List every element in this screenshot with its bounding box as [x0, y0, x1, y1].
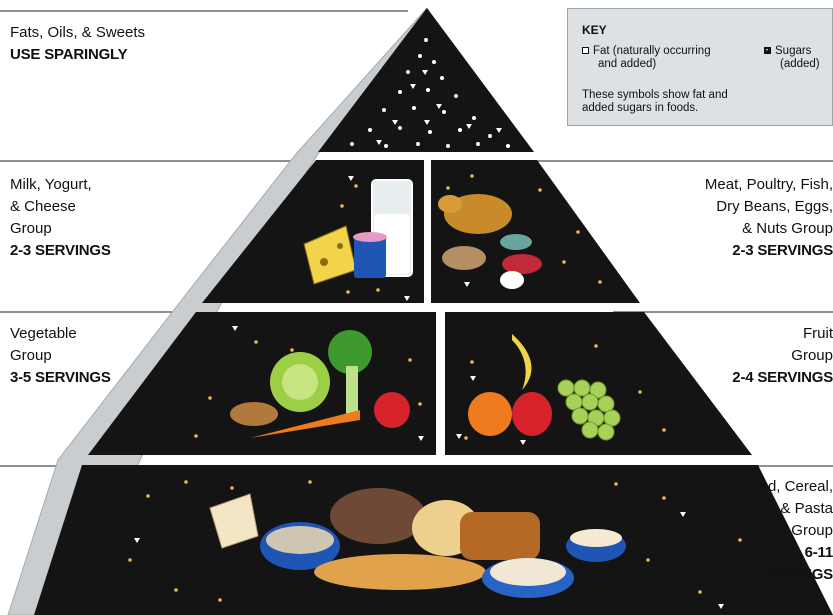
vegetable-group-name-2: Group: [10, 347, 52, 364]
meat-group-name-2: Dry Beans, Eggs,: [716, 198, 833, 215]
fruit-group-servings: 2-4 SERVINGS: [732, 369, 833, 386]
meat-group-label: Meat, Poultry, Fish, Dry Beans, Eggs, & …: [633, 174, 833, 262]
fats-group-name: Fats, Oils, & Sweets: [10, 24, 146, 41]
fats-group-label: Fats, Oils, & Sweets USE SPARINGLY: [10, 22, 145, 66]
milk-group-label: Milk, Yogurt, & Cheese Group 2-3 SERVING…: [10, 174, 111, 262]
milk-group-foods: [303, 179, 413, 285]
fats-group-servings: USE SPARINGLY: [10, 46, 128, 63]
key-note-line-1: These symbols show fat and: [582, 89, 728, 101]
bread-group-name-2: Rice, & Pasta: [742, 500, 833, 517]
milk-group-name-2: & Cheese: [10, 198, 76, 215]
key-sugar-label-1: Sugars: [775, 45, 812, 57]
fat-sugar-symbols: [350, 38, 510, 148]
key-note-line-2: added sugars in foods.: [582, 102, 699, 114]
vegetable-group-label: Vegetable Group 3-5 SERVINGS: [10, 323, 111, 389]
milk-group-servings: 2-3 SERVINGS: [10, 242, 111, 259]
bread-group-servings-count: 6-11: [804, 544, 833, 561]
vegetable-group-name-1: Vegetable: [10, 325, 77, 342]
bread-group-foods: [209, 488, 626, 598]
key-fat-entry: Fat (naturally occurring and added): [582, 45, 711, 71]
vegetable-group-servings: 3-5 SERVINGS: [10, 369, 111, 386]
bread-group-label: Bread, Cereal, Rice, & Pasta Group 6-11 …: [633, 476, 833, 586]
fruit-group-label: Fruit Group 2-4 SERVINGS: [633, 323, 833, 389]
bread-group-name-1: Bread, Cereal,: [736, 478, 833, 495]
key-fat-label-1: Fat (naturally occurring: [593, 45, 711, 57]
bread-group-servings: SERVINGS: [757, 566, 833, 583]
fat-symbol-icon: [582, 47, 589, 54]
leader-lines: [0, 10, 833, 467]
meat-group-foods: [438, 194, 542, 289]
tier-dots: [128, 174, 742, 602]
fruit-group-name-2: Group: [791, 347, 833, 364]
sugar-symbol-icon: [764, 47, 771, 54]
milk-group-name-3: Group: [10, 220, 52, 237]
key-fat-label-2: and added): [598, 58, 657, 70]
milk-group-name-1: Milk, Yogurt,: [10, 176, 92, 193]
key-sugar-label-2: (added): [780, 58, 820, 70]
key-note: These symbols show fat and added sugars …: [582, 89, 728, 115]
key-title: KEY: [582, 23, 607, 37]
meat-group-name-3: & Nuts Group: [742, 220, 833, 237]
fruit-group-name-1: Fruit: [803, 325, 833, 342]
bread-group-name-3: Group: [791, 522, 833, 539]
key-sugar-entry: Sugars (added): [764, 45, 820, 71]
key-legend: KEY Fat (naturally occurring and added) …: [567, 8, 833, 126]
meat-group-servings: 2-3 SERVINGS: [732, 242, 833, 259]
tier-sugar-symbols: [134, 176, 724, 609]
vegetable-group-foods: [230, 330, 410, 438]
fruit-group-foods: [468, 334, 621, 441]
fats-oils-sweets-tier: [318, 8, 534, 152]
meat-group-name-1: Meat, Poultry, Fish,: [704, 176, 833, 193]
